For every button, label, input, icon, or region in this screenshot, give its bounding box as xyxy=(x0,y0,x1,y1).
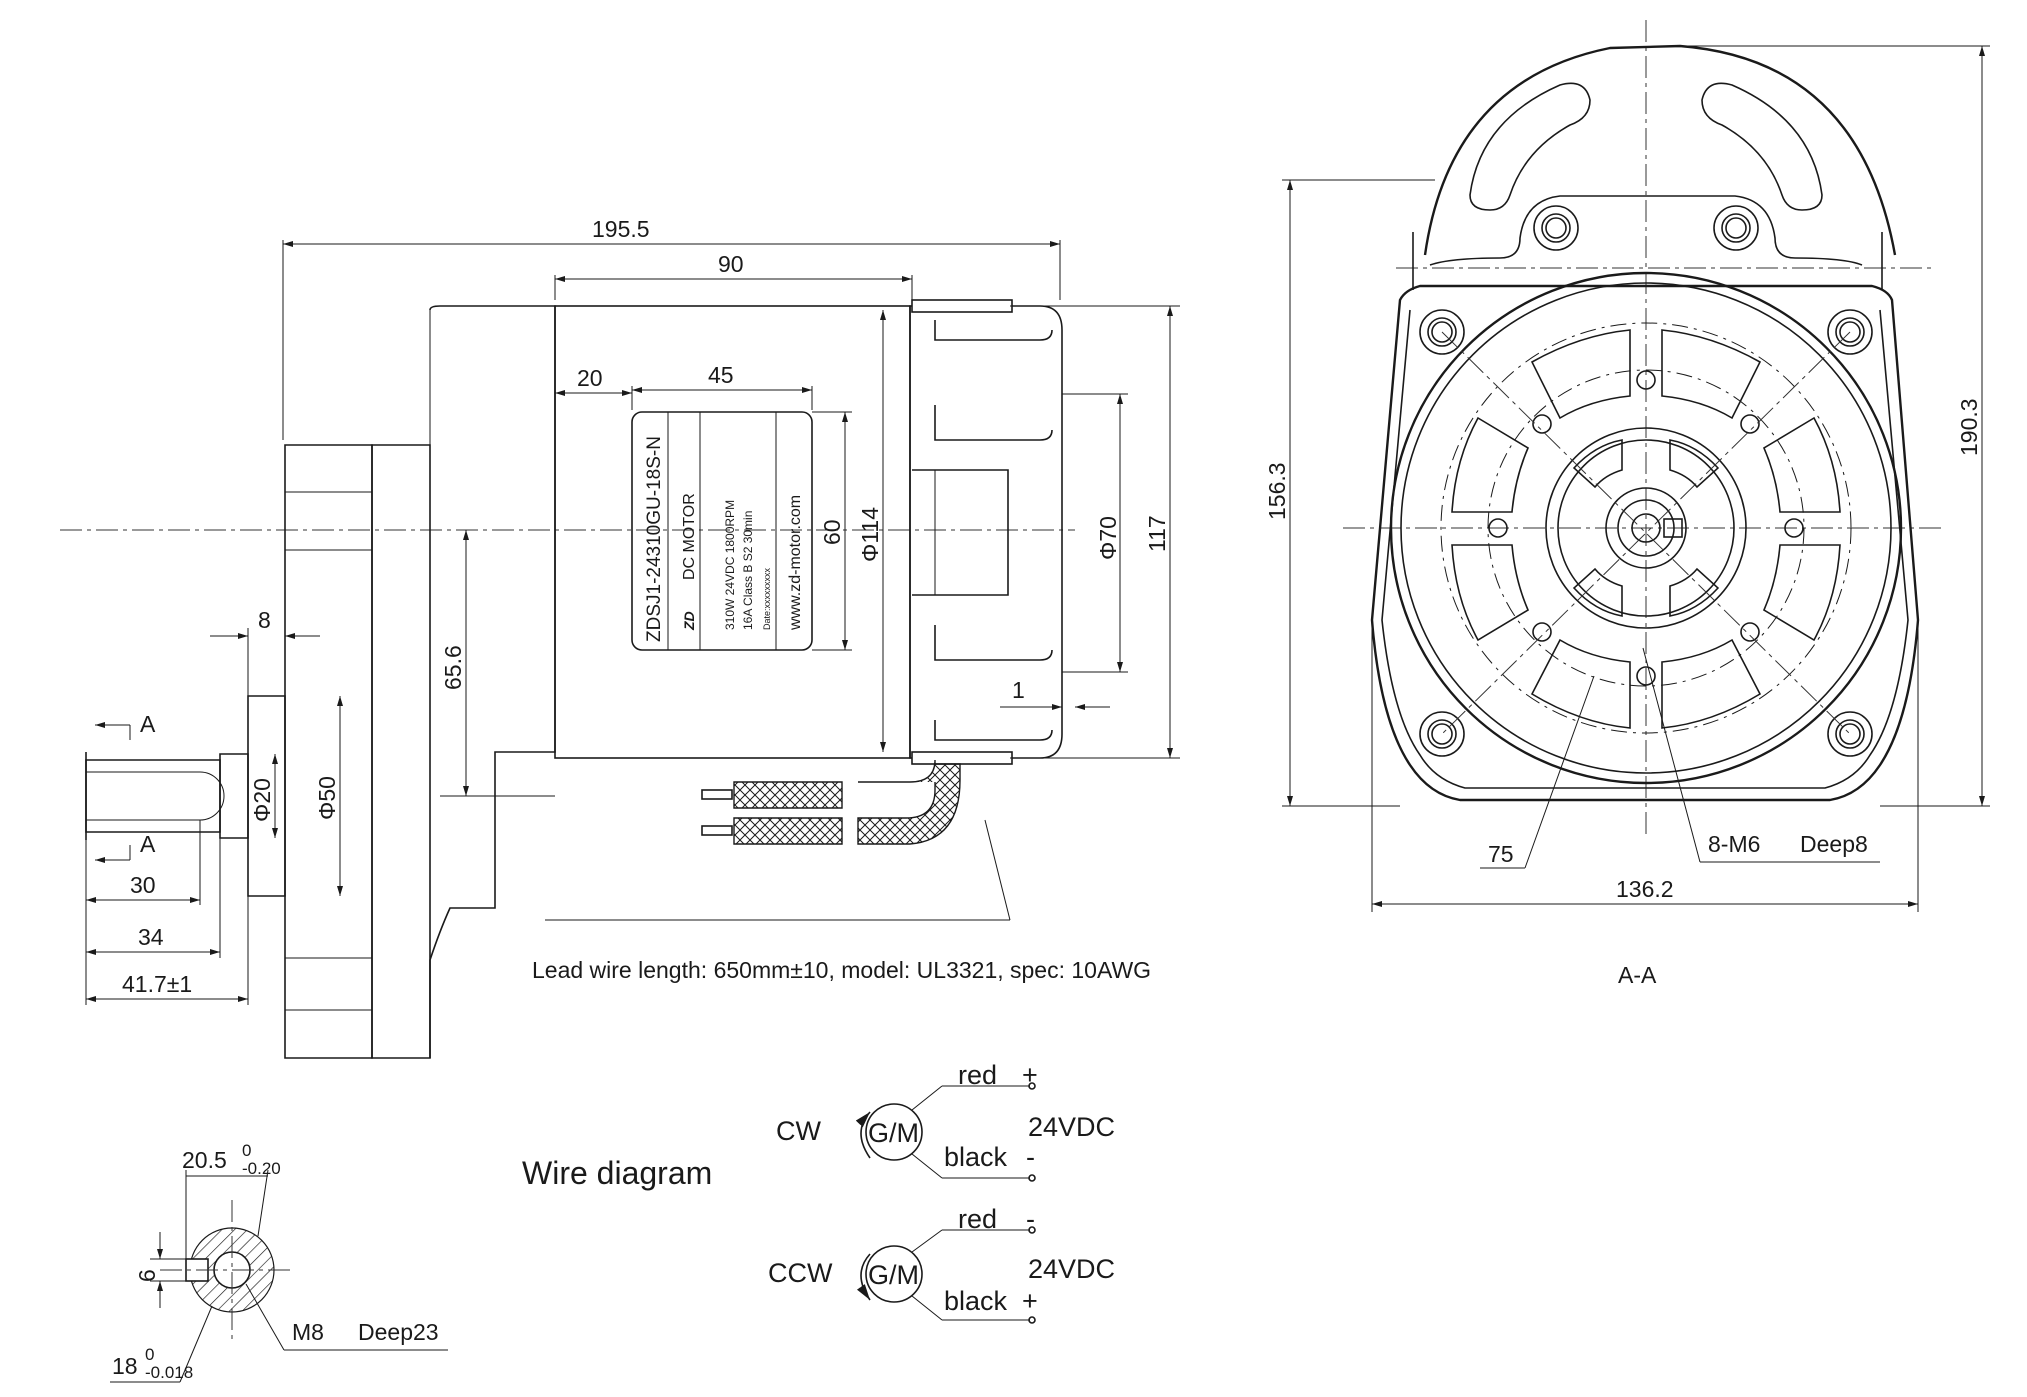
ccw-label: CCW xyxy=(768,1258,833,1288)
wire-diagram-title: Wire diagram xyxy=(522,1155,712,1191)
shaft-end xyxy=(1631,513,1661,543)
ccw-black-label: black xyxy=(944,1286,1008,1316)
mounting-flange xyxy=(1370,284,1920,802)
ccw-motor-text: G/M xyxy=(868,1260,919,1290)
gearbox-housing xyxy=(429,305,556,1058)
motor-end-cap xyxy=(909,305,1063,759)
cw-motor-symbol xyxy=(865,1103,923,1161)
dim-width: 136.2 xyxy=(1616,876,1674,902)
ccw-voltage: 24VDC xyxy=(1028,1254,1115,1284)
nameplate-model: ZDSJ1-24310GU-18S-N xyxy=(644,436,665,642)
lead-wire-note: Lead wire length: 650mm±10, model: UL332… xyxy=(532,957,1151,983)
dim-flange-thickness: 8 xyxy=(258,607,271,633)
dim-end-cap-gap: 1 xyxy=(1012,677,1025,703)
shaft-key xyxy=(86,771,200,821)
cw-black-sign: - xyxy=(1026,1142,1035,1172)
cap-connector xyxy=(912,469,1009,596)
nameplate-website: www.zd-motor.com xyxy=(787,495,804,631)
dim-overall-length: 195.5 xyxy=(592,216,650,242)
dim-thread-depth: Deep8 xyxy=(1800,831,1868,857)
gearbox-body xyxy=(371,444,431,1059)
nameplate-title: DC MOTOR xyxy=(681,493,698,580)
gearbox-flange xyxy=(284,444,373,1059)
cw-black-label: black xyxy=(944,1142,1008,1172)
section-thread-depth: Deep23 xyxy=(358,1319,439,1345)
ccw-motor-symbol xyxy=(865,1245,923,1303)
dim-section-width: 20.5 xyxy=(182,1147,227,1173)
dim-label-offset: 20 xyxy=(577,365,603,391)
gearbox-dome xyxy=(1423,44,1897,256)
vent-openings-outer xyxy=(1451,329,1841,729)
dim-section-dia: 18 xyxy=(112,1353,138,1379)
cap-clip-top xyxy=(911,299,1013,313)
side-dimensions: 195.5 90 20 45 60 Φ114 Φ xyxy=(85,216,1180,1005)
dim-motor-length: 90 xyxy=(718,251,744,277)
dim-height-total: 190.3 xyxy=(1956,398,1982,456)
shaft-key-front xyxy=(1663,518,1683,538)
dim-label-width: 45 xyxy=(708,362,734,388)
dim-section-dia-tol-lower: -0.018 xyxy=(145,1363,193,1382)
nameplate xyxy=(631,411,813,651)
section-label-aa: A-A xyxy=(1618,962,1657,988)
dome-slot-left xyxy=(1469,82,1591,211)
cw-motor-text: G/M xyxy=(868,1118,919,1148)
dim-shaft-length: 34 xyxy=(138,924,164,950)
front-view: 156.3 190.3 136.2 75 8-M6 Deep8 A-A xyxy=(1264,20,1990,988)
section-mark-top: A xyxy=(140,711,156,737)
dim-pcd: 75 xyxy=(1488,841,1514,867)
wire-diagram-ccw: CCW G/M red - black + 24VDC xyxy=(768,1204,1115,1324)
dim-section-key: 6 xyxy=(134,1269,160,1282)
section-mark-bottom: A xyxy=(140,831,156,857)
lead-wires xyxy=(545,759,1011,921)
cw-red-sign: + xyxy=(1022,1060,1038,1090)
dim-shaft-dia: Φ20 xyxy=(249,778,275,822)
dim-section-width-tol-lower: -0.20 xyxy=(242,1159,281,1178)
cw-red-label: red xyxy=(958,1060,997,1090)
dim-thread: 8-M6 xyxy=(1708,831,1760,857)
section-thread: M8 xyxy=(292,1319,324,1345)
bolt-heads xyxy=(1419,205,1873,757)
shaft-bearing xyxy=(1605,487,1687,569)
wire-diagram-cw: CW G/M red + black - 24VDC xyxy=(776,1060,1115,1182)
nameplate-line3: Date:xxxxxxxxx xyxy=(762,567,772,630)
cw-label: CW xyxy=(776,1116,821,1146)
dim-motor-dia: Φ114 xyxy=(857,507,883,562)
cw-rotation-arrow xyxy=(855,1111,871,1159)
vent-openings-inner xyxy=(1572,439,1720,617)
nameplate-line1: 310W 24VDC 1800RPM xyxy=(723,500,737,630)
dim-key-length: 30 xyxy=(130,872,156,898)
dim-boss-dia: Φ50 xyxy=(314,776,340,820)
cap-clip-bottom xyxy=(911,751,1013,765)
nameplate-logo: ZD xyxy=(681,611,697,631)
side-view: ZDSJ1-24310GU-18S-N DC MOTOR ZD 310W 24V… xyxy=(60,216,1180,1059)
dim-height-mount: 156.3 xyxy=(1264,462,1290,520)
shaft-section: 20.5 0 -0.20 6 18 0 -0.018 M8 Deep23 xyxy=(110,1141,448,1383)
ccw-red-label: red xyxy=(958,1204,997,1234)
ccw-black-sign: + xyxy=(1022,1286,1038,1316)
ccw-red-sign: - xyxy=(1026,1204,1035,1234)
front-dimensions: 156.3 190.3 136.2 75 8-M6 Deep8 xyxy=(1264,45,1990,912)
motor-face-circle xyxy=(1389,271,1903,785)
ccw-rotation-arrow xyxy=(856,1253,871,1301)
dim-shaft-total: 41.7±1 xyxy=(122,971,192,997)
dim-overall-height: 117 xyxy=(1144,515,1170,552)
dome-slot-right xyxy=(1701,82,1823,211)
dim-section-width-tol-upper: 0 xyxy=(242,1141,251,1160)
nameplate-line2: 16A Class B S2 30min xyxy=(741,511,755,630)
dim-section-dia-tol-upper: 0 xyxy=(145,1345,154,1364)
dim-end-cap-dia: Φ70 xyxy=(1095,516,1121,560)
dim-shaft-center-height: 65.6 xyxy=(440,645,466,690)
dim-label-height: 60 xyxy=(819,519,845,545)
cw-voltage: 24VDC xyxy=(1028,1112,1115,1142)
m6-holes xyxy=(1488,370,1804,686)
wire-diagram: Wire diagram CW G/M red + black - 24VDC … xyxy=(522,1060,1115,1324)
